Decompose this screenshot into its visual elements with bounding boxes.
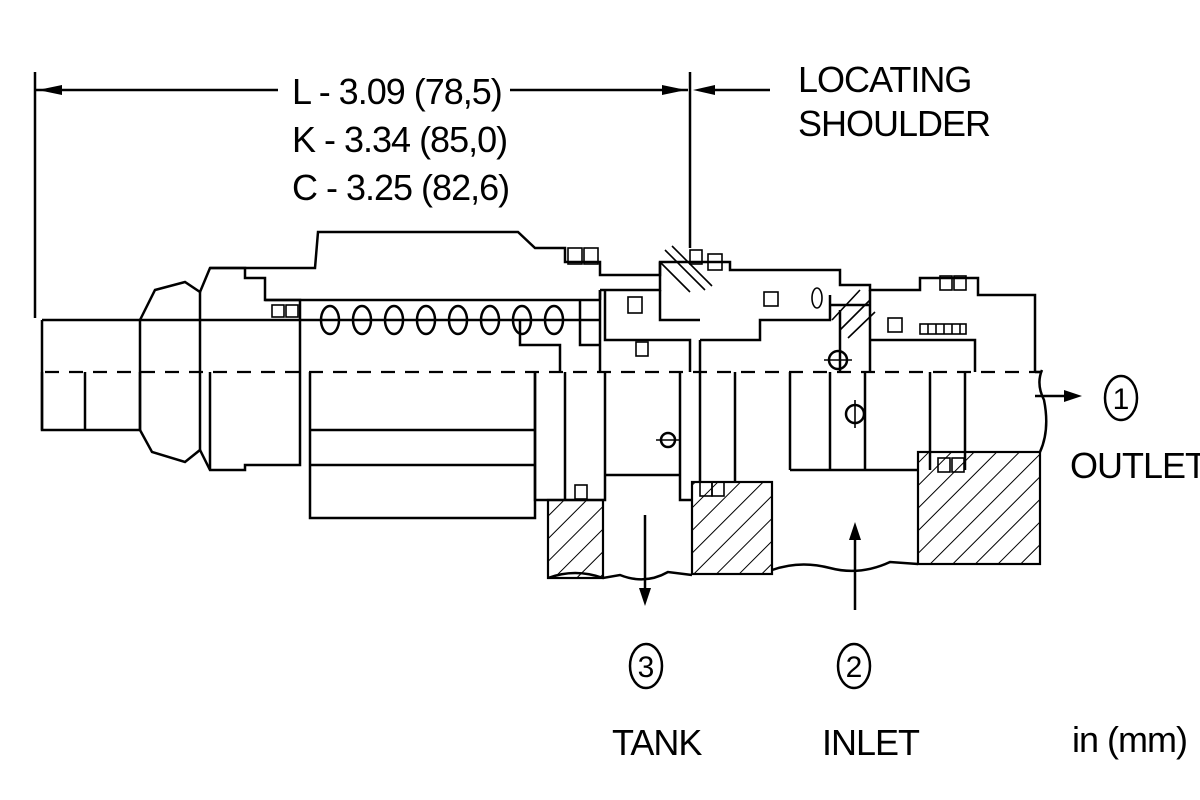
dimension-k: K - 3.34 (85,0) [292, 119, 507, 160]
port-1-label: OUTLET [1070, 445, 1200, 486]
dimension-c: C - 3.25 (82,6) [292, 167, 509, 208]
dimension-arrow-left [38, 85, 62, 95]
port-1-circle [1103, 374, 1139, 422]
port-outlet: 1 OUTLET [1070, 374, 1200, 486]
port-tank: 3 TANK [612, 642, 703, 763]
port-3-circle [628, 642, 664, 690]
port-1-number: 1 [1113, 383, 1130, 416]
port-3-label: TANK [612, 722, 702, 763]
shoulder-arrow [693, 85, 715, 95]
cavity-block [546, 369, 1048, 581]
port-2-label: INLET [822, 722, 920, 763]
dimension-l: L - 3.09 (78,5) [292, 71, 502, 112]
port-2-circle [836, 642, 872, 690]
valve-body [40, 230, 1042, 520]
spring [319, 304, 565, 336]
locating-label-line2: SHOULDER [798, 103, 990, 144]
dimension-line [33, 72, 770, 318]
port-3-number: 3 [638, 651, 655, 684]
port-inlet: 2 INLET [822, 642, 921, 763]
port-2-number: 2 [846, 651, 863, 684]
locating-label-line1: LOCATING [798, 59, 971, 100]
inlet-arrowhead [849, 522, 861, 540]
units-label: in (mm) [1072, 719, 1187, 760]
dimension-arrow-right [662, 85, 686, 95]
outlet-arrowhead [1064, 390, 1082, 402]
tank-arrowhead [639, 588, 651, 606]
flow-arrows [639, 390, 1082, 610]
